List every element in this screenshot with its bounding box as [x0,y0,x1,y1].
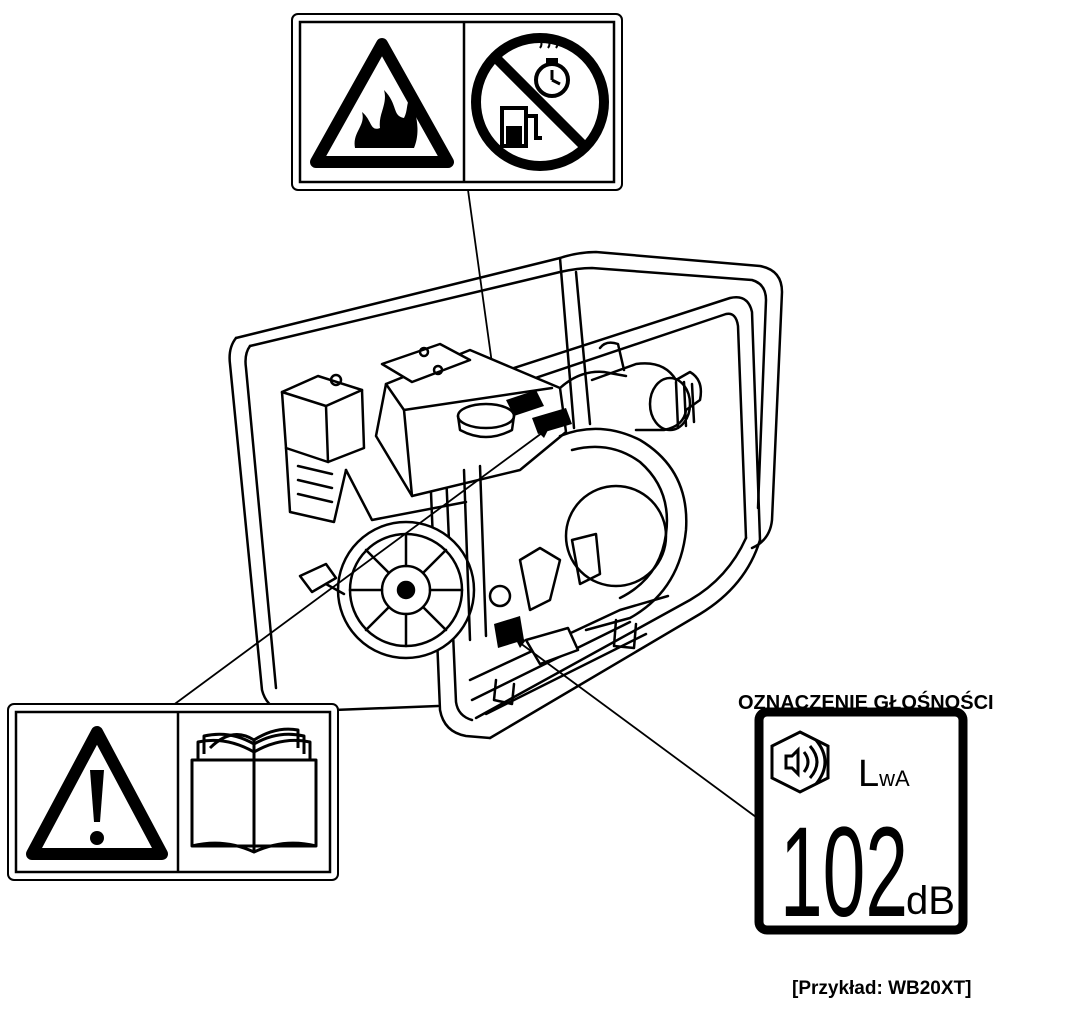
noise-level-unit: dB [906,879,955,923]
noise-level-label: LwA 102 dB [754,707,968,944]
read-manual-book-icon [190,727,318,854]
bottom-safety-label [7,703,339,881]
top-safety-label [291,13,623,191]
noise-level-value: 102 [780,801,908,944]
noise-label-title: OZNACZENIE GŁOŚNOŚCI [738,692,994,714]
fire-warning-icon [310,38,454,168]
sound-hexagon-icon [770,730,830,794]
water-pump-drawing [228,250,784,740]
exclamation-warning-icon [26,726,168,860]
no-refuel-while-hot-icon [471,33,609,171]
example-caption: [Przykład: WB20XT] [792,978,972,999]
